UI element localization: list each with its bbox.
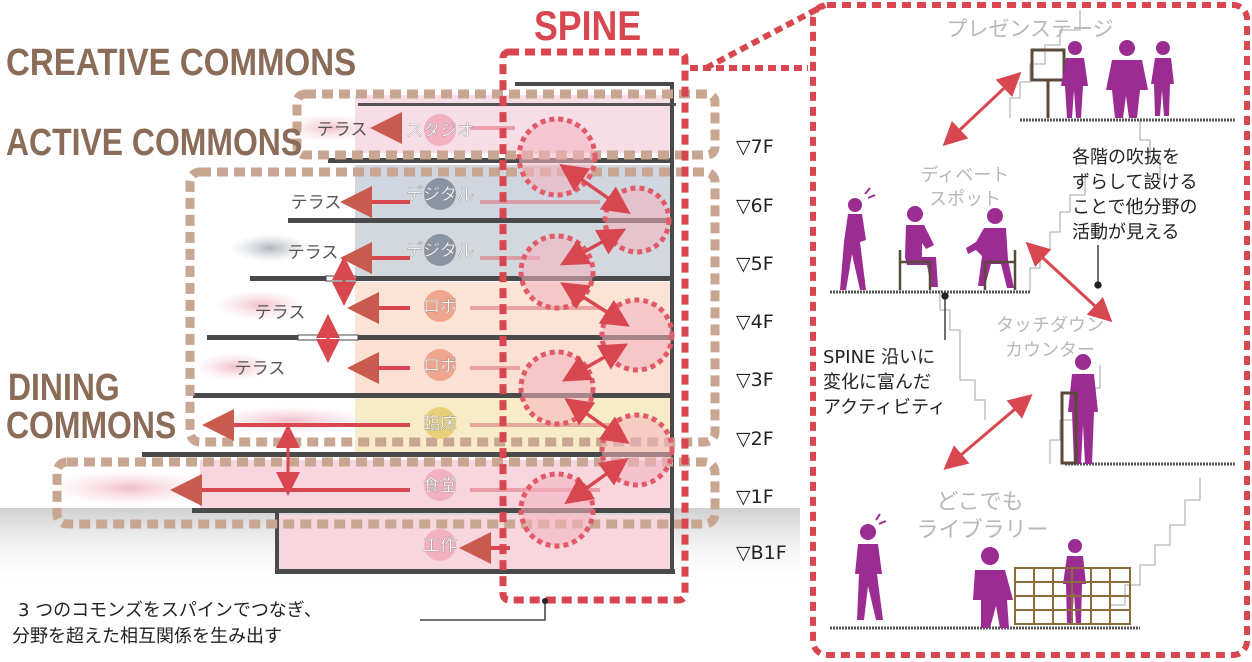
function-label: 食堂 — [423, 476, 457, 496]
floor-label: ▽5F — [736, 253, 774, 275]
chairs — [898, 250, 1017, 290]
spine-arrows — [559, 163, 631, 505]
terrace-label: テラス — [235, 359, 286, 379]
detail-frame — [810, 2, 1250, 658]
terrace-label: テラス — [317, 120, 368, 140]
function-badge — [424, 529, 456, 561]
terrace-label: テラス — [255, 303, 306, 323]
floor-label: ▽3F — [736, 369, 774, 391]
void-note-line: ずらして設ける — [1072, 172, 1198, 193]
floor-label: ▽1F — [736, 486, 774, 508]
void-note-line: ことで他分野の — [1072, 197, 1198, 218]
vertical-arrows — [276, 256, 356, 496]
creative-commons-label: CREATIVE COMMONS — [6, 42, 357, 84]
caption-line2: 分野を超えた相互関係を生み出す — [12, 626, 282, 647]
debate-spot-label-line2: スポット — [929, 189, 1001, 210]
function-label: デジタル — [406, 240, 474, 261]
function-label: ロボ — [423, 356, 457, 376]
floor-label: ▽6F — [736, 195, 774, 217]
dining-commons-label-line1: DINING — [8, 367, 120, 409]
spine-note-line: SPINE 沿いに — [823, 347, 936, 368]
active-commons-label: ACTIVE COMMONS — [6, 122, 303, 164]
bookshelf — [1014, 567, 1131, 625]
touchdown-label-line2: カウンター — [1005, 340, 1095, 361]
terrace-label: テラス — [291, 193, 342, 213]
spine-note-line: アクティビティ — [823, 397, 946, 418]
function-label: スタジオ — [406, 121, 474, 141]
function-label: ロボ — [423, 297, 457, 317]
void-note-line: 活動が見える — [1072, 222, 1180, 243]
debate-spot-label-line1: ディベート — [920, 165, 1010, 186]
commons-frames — [52, 89, 720, 529]
spine-note: SPINE 沿いに 変化に富んだ アクティビティ — [823, 345, 946, 420]
function-badge — [424, 290, 456, 322]
alert-marks — [864, 187, 887, 525]
floor-label: ▽4F — [736, 311, 774, 333]
terrace-label: テラス — [288, 243, 339, 263]
function-badge — [424, 469, 456, 501]
haze — [210, 406, 370, 434]
spine-frame — [499, 48, 689, 604]
library-label-line1: どこでも — [936, 490, 1024, 515]
function-badge — [424, 407, 456, 439]
function-label: デジタル — [406, 184, 474, 205]
floor-label: ▽2F — [736, 428, 774, 450]
haze — [195, 353, 275, 381]
void-note-line: 各階の吹抜を — [1072, 147, 1180, 168]
haze — [285, 114, 375, 142]
caption-line1: 3 つのコモンズをスパインでつなぎ、 — [18, 600, 322, 621]
function-label: 工作 — [423, 536, 457, 556]
function-badge — [424, 234, 456, 266]
spine-title: SPINE — [534, 2, 642, 49]
presen-stage-label: プレゼンステージ — [946, 17, 1114, 41]
dining-commons-label-line2: COMMONS — [6, 405, 177, 447]
function-badge — [424, 114, 456, 146]
library-label-line2: ライブラリー — [916, 518, 1049, 543]
touchdown-label-line1: タッチダウン — [996, 315, 1104, 336]
void-note: 各階の吹抜を ずらして設ける ことで他分野の 活動が見える — [1072, 145, 1197, 245]
detail-arrows — [942, 71, 1113, 470]
flow-arrows — [170, 112, 510, 564]
spine-note-line: 変化に富んだ — [823, 372, 931, 393]
function-badge — [424, 178, 456, 210]
function-label: 臨床 — [423, 414, 457, 434]
function-badge — [424, 349, 456, 381]
detail-connector — [704, 2, 827, 71]
floor-label: ▽7F — [736, 136, 774, 158]
detail-leaders — [941, 245, 1102, 340]
caption-leader — [420, 600, 546, 621]
haze — [230, 234, 310, 262]
haze — [215, 290, 305, 320]
floor-label: ▽B1F — [736, 542, 787, 564]
